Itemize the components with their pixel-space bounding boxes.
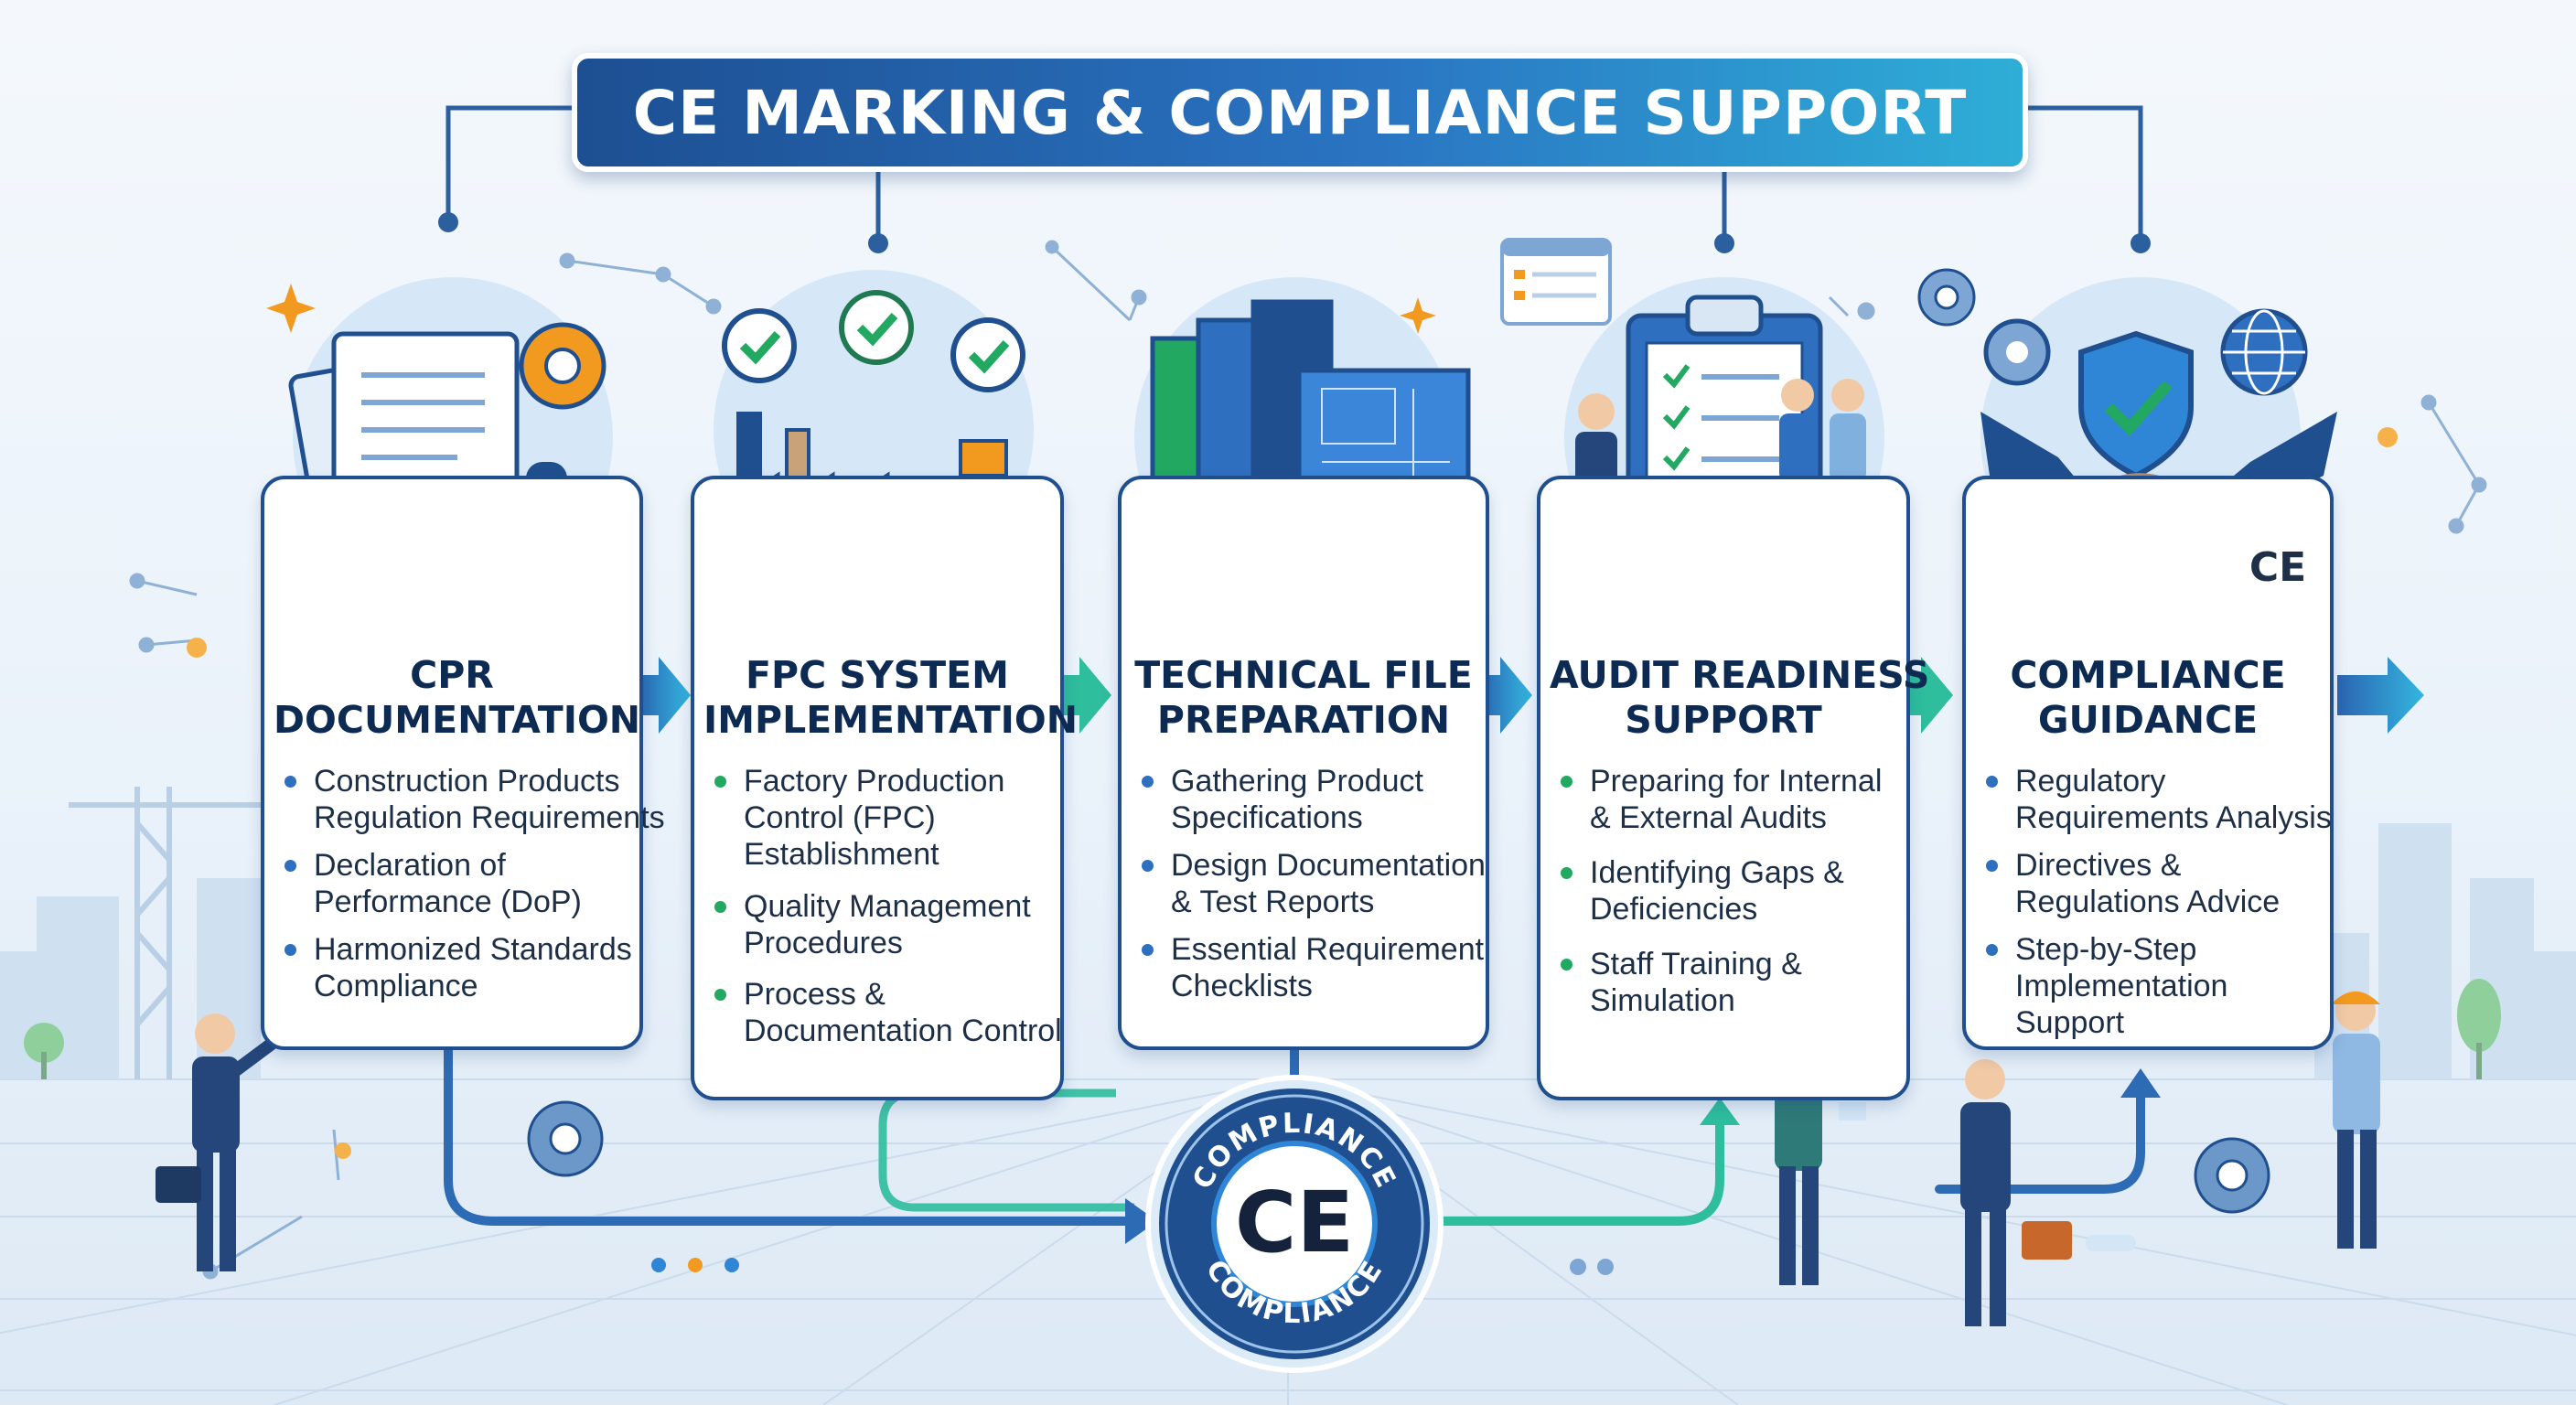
bullet-line: Identifying Gaps & xyxy=(1590,855,1844,890)
ce-mark-small-icon: CE xyxy=(2237,526,2319,608)
glow-dots xyxy=(187,427,2398,1159)
bullet-line: Directives & xyxy=(2015,848,2182,883)
dots-row xyxy=(651,1235,2136,1275)
bullet-line: Step-by-Step xyxy=(2015,932,2197,967)
bullet-line: Deficiencies xyxy=(1590,892,1758,927)
bullet-line: Design Documentation xyxy=(1171,848,1486,883)
bullet-line: Construction Products xyxy=(314,764,620,799)
step-card-compliance-guidance: COMPLIANCE GUIDANCE Regulatory Requireme… xyxy=(1962,476,2334,1050)
ce-compliance-badge: COMPLIANCE COMPLIANCE CE xyxy=(1145,1075,1444,1373)
bullet-dot xyxy=(714,989,726,1001)
sparkle-icons xyxy=(266,284,1436,334)
bullet-line: Harmonized Standards xyxy=(314,932,632,967)
step-card-technical-file-preparation: TECHNICAL FILE PREPARATION Gathering Pro… xyxy=(1118,476,1489,1050)
card-title-line: DOCUMENTATION xyxy=(274,698,641,742)
ce-mark-small-text: CE xyxy=(2249,543,2307,591)
bullet-line: Support xyxy=(2015,1005,2125,1040)
bullet-dot xyxy=(1986,944,1998,956)
bullet-line: Essential Requirement xyxy=(1171,932,1485,967)
flow-arrowhead-1 xyxy=(1125,1198,1157,1244)
bullet-dot xyxy=(1142,860,1154,872)
bullet-line: Staff Training & xyxy=(1590,947,1802,981)
card-title: AUDIT READINESS SUPPORT xyxy=(1550,653,1930,743)
card-title-line: PREPARATION xyxy=(1156,698,1451,742)
bullet-line: Declaration of xyxy=(314,848,506,883)
card-title: CPR DOCUMENTATION xyxy=(274,653,641,743)
flow-line-teal xyxy=(878,1089,1134,1212)
bullet-line: Procedures xyxy=(744,926,903,960)
card-title-line: CPR xyxy=(410,653,494,697)
bullet-dot xyxy=(284,944,296,956)
title-connectors xyxy=(445,105,2143,240)
bullet-line: Performance (DoP) xyxy=(314,885,582,919)
card-title: COMPLIANCE GUIDANCE xyxy=(1975,653,2321,743)
browser-window-icon xyxy=(1500,238,1612,326)
bullet-dot xyxy=(714,776,726,788)
card-title-line: TECHNICAL FILE xyxy=(1134,653,1473,697)
bullet-line: Regulation Requirements xyxy=(314,800,665,835)
city-skyline-left xyxy=(0,878,261,1079)
bullet-line: Preparing for Internal xyxy=(1590,764,1883,799)
page-title: CE MARKING & COMPLIANCE SUPPORT xyxy=(632,77,1968,148)
title-bar: CE MARKING & COMPLIANCE SUPPORT xyxy=(572,53,2028,172)
trees xyxy=(24,979,2501,1079)
bullet-line: Control (FPC) xyxy=(744,800,936,835)
bullet-dot xyxy=(1142,944,1154,956)
network-decor xyxy=(129,240,2487,1280)
card-title-line: IMPLEMENTATION xyxy=(703,698,1079,742)
flow-arrowhead-3 xyxy=(2120,1068,2161,1098)
card-title-line: COMPLIANCE xyxy=(2010,653,2286,697)
bullet-dot xyxy=(1561,867,1572,879)
bullet-line: Checklists xyxy=(1171,969,1313,1003)
bullet-line: Quality Management xyxy=(744,889,1031,924)
card-title: FPC SYSTEM IMPLEMENTATION xyxy=(703,653,1079,743)
bullet-line: Gathering Product xyxy=(1171,764,1423,799)
badge-center-text: CE xyxy=(1235,1174,1354,1271)
bullet-line: Establishment xyxy=(744,837,939,872)
bullet-dot xyxy=(1986,776,1998,788)
card-title-line: AUDIT READINESS xyxy=(1550,653,1930,697)
step-card-cpr-documentation: CPR DOCUMENTATION Construction Products … xyxy=(261,476,665,1050)
connector-nodes xyxy=(438,212,2151,253)
bullet-dot xyxy=(1986,860,1998,872)
bottom-flow-lines xyxy=(444,1038,2145,1226)
person-center-right-2 xyxy=(1960,1059,2072,1326)
bullet-line: Compliance xyxy=(314,969,478,1003)
bullet-dot xyxy=(1561,959,1572,971)
bullet-line: Requirements Analysis xyxy=(2015,800,2332,835)
card-title-line: SUPPORT xyxy=(1625,698,1822,742)
bullet-line: Factory Production xyxy=(744,764,1005,799)
bullet-dot xyxy=(1561,776,1572,788)
step-card-audit-readiness-support: AUDIT READINESS SUPPORT Preparing for In… xyxy=(1537,476,1930,1100)
bullet-line: & External Audits xyxy=(1590,800,1827,835)
bullet-line: Process & xyxy=(744,977,886,1012)
bullet-dot xyxy=(284,776,296,788)
flow-arrowhead-2 xyxy=(1700,1098,1740,1125)
city-skyline-right xyxy=(2314,823,2576,1079)
step-card-fpc-system-implementation: FPC SYSTEM IMPLEMENTATION Factory Produc… xyxy=(691,476,1079,1100)
bullet-line: & Test Reports xyxy=(1171,885,1375,919)
bullet-line: Regulatory xyxy=(2015,764,2166,799)
bullet-dot xyxy=(1142,776,1154,788)
card-title-line: GUIDANCE xyxy=(2037,698,2259,742)
bullet-line: Documentation Control xyxy=(744,1014,1062,1048)
bullet-line: Simulation xyxy=(1590,983,1735,1018)
card-title: TECHNICAL FILE PREPARATION xyxy=(1131,653,1476,743)
bullet-line: Implementation xyxy=(2015,969,2228,1003)
bullet-line: Regulations Advice xyxy=(2015,885,2281,919)
person-right xyxy=(2331,991,2380,1249)
bullet-dot xyxy=(284,860,296,872)
card-title-line: FPC SYSTEM xyxy=(746,653,1009,697)
step-arrows xyxy=(636,657,2424,734)
bullet-line: Specifications xyxy=(1171,800,1363,835)
bullet-dot xyxy=(714,901,726,913)
